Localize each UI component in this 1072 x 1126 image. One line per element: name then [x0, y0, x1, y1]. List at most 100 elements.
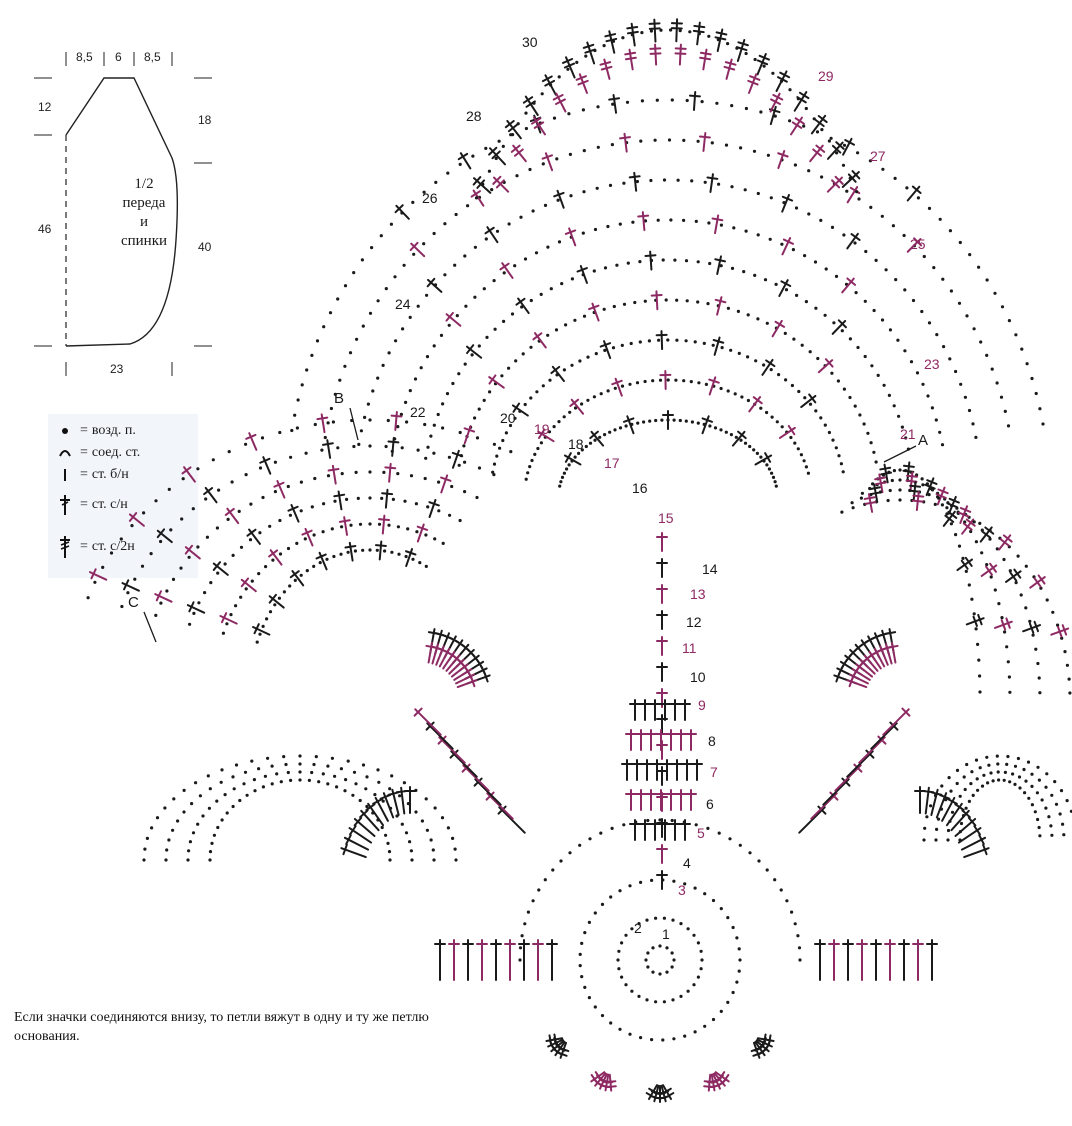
chart-right-chain-arc [851, 488, 1042, 694]
chart-yoke-chain-arc [424, 258, 910, 460]
chart-right-pineapple-stitch [857, 940, 867, 980]
chart-yoke-edge-stitch [604, 30, 619, 54]
chart-yoke-edge-stitch [583, 41, 599, 65]
chart-diagonal-pineapple-stitch [472, 776, 505, 809]
chart-right-stitch [869, 483, 882, 502]
chart-diamond-stitch [670, 820, 680, 840]
chart-sleeve-stitch [448, 449, 463, 469]
chart-sleeve-stitch [328, 465, 341, 484]
chart-diamond-stitch [686, 790, 696, 810]
chart-yoke-edge-stitch [522, 94, 542, 118]
chart-yoke-edge-stitch [552, 91, 570, 113]
chart-yoke-stitch [486, 373, 506, 392]
chart-yoke-chain-arc [357, 178, 977, 446]
chart-yoke-stitch [623, 415, 639, 435]
chart-sleeve-stitch [425, 498, 440, 518]
chart-lower-left-arc [208, 778, 391, 861]
chart-diagonal-pineapple-stitch [412, 706, 445, 739]
chart-sleeve-stitch [120, 579, 141, 596]
row-number-10: 10 [690, 669, 706, 685]
chart-yoke-edge-stitch [471, 174, 494, 196]
chart-yoke-stitch [843, 184, 861, 205]
chart-yoke-stitch [611, 377, 627, 397]
chart-yoke-stitch [843, 231, 862, 251]
row-number-9: 9 [698, 697, 706, 713]
chart-yoke-chain-arc [491, 338, 845, 473]
chart-yoke-edge-stitch [806, 142, 826, 164]
chart-yoke-stitch [576, 264, 592, 284]
chart-yoke-stitch [712, 296, 726, 316]
chart-yoke-edge-stitch [650, 44, 661, 64]
chart-diagonal-pineapple-stitch [796, 804, 829, 837]
chart-sleeve-chain-arc [188, 496, 462, 626]
chart-diamond-stitch [666, 730, 676, 750]
chart-sleeve-stitch [322, 439, 335, 458]
chart-right-stitch [864, 493, 877, 512]
chart-round-3 [579, 878, 742, 1041]
chart-round-2 [616, 917, 703, 1004]
chart-diamond-stitch [680, 700, 690, 720]
row-number-1: 1 [662, 926, 670, 942]
chart-yoke-edge-stitch [627, 23, 640, 46]
chart-center-ring [644, 944, 675, 975]
chart-yoke-stitch [705, 173, 717, 192]
chart-lower-left-arc [164, 762, 435, 861]
chart-sleeve-stitch [211, 560, 231, 579]
chart-right-stitch [1027, 573, 1047, 592]
chart-right-stitch [1021, 620, 1041, 636]
chart-sleeve-stitch [153, 590, 174, 607]
chart-diamond-stitch [636, 730, 646, 750]
chart-yoke-edge-stitch [772, 69, 791, 93]
chart-left-pineapple-stitch [463, 940, 473, 980]
chart-sleeve-stitch [259, 455, 275, 475]
chart-diamond-stitch [646, 790, 656, 810]
chart-center-column-stitch [657, 871, 667, 889]
row-number-16: 16 [632, 480, 648, 496]
chart-sleeve-stitch [245, 527, 264, 547]
chart-diamond-stitch [626, 730, 636, 750]
chart-diagonal-pineapple-stitch [880, 706, 913, 739]
row-number-14: 14 [702, 561, 718, 577]
chart-yoke-stitch [712, 255, 726, 275]
chart-yoke-stitch [798, 392, 818, 411]
chart-diagonal-pineapple-stitch [436, 734, 469, 767]
chart-yoke-edge-stitch [744, 72, 761, 94]
chart-yoke-stitch [698, 133, 710, 152]
chart-yoke-edge-stitch [575, 72, 592, 94]
chart-yoke-stitch [564, 227, 580, 247]
row-number-27: 27 [870, 148, 886, 164]
chart-sleeve-stitch [223, 506, 242, 526]
chart-center-column-stitch [657, 845, 667, 863]
chart-yoke-edge-stitch [824, 139, 846, 162]
chart-diamond-stitch [642, 760, 652, 780]
chart-center-column-stitch [657, 611, 667, 629]
row-number-29: 29 [818, 68, 834, 84]
chart-yoke-stitch [774, 149, 789, 169]
chart-lower-left-arc [186, 770, 413, 861]
chart-yoke-stitch [531, 330, 550, 350]
row-number-11: 11 [682, 640, 697, 656]
marker-c: C [128, 594, 139, 611]
chart-yoke-stitch [609, 94, 621, 113]
chart-sleeve-chain-arc [256, 548, 428, 643]
chart-left-pineapple-stitch [505, 940, 515, 980]
chart-yoke-edge-stitch [824, 174, 845, 195]
chart-sleeve-stitch [437, 474, 452, 494]
marker-a-arrow [884, 446, 916, 462]
chart-diagonal-pineapple-stitch [484, 790, 517, 823]
row-number-30: 30 [522, 34, 538, 50]
chart-yoke-stitch [514, 296, 533, 316]
chart-sleeve-stitch [202, 485, 221, 505]
chart-round-upper [518, 818, 801, 961]
chart-diagonal-pineapple-stitch [808, 790, 841, 823]
chart-yoke-chain-arc [324, 138, 1010, 439]
chart-yoke-stitch [588, 429, 607, 449]
chart-right-stitch [993, 617, 1013, 633]
chart-sleeve-stitch [401, 547, 416, 567]
chart-left-pineapple-stitch [491, 940, 501, 980]
chart-yoke-stitch [553, 189, 569, 209]
chart-yoke-edge-stitch [530, 115, 549, 137]
chart-yoke-stitch [588, 302, 604, 322]
chart-right-pineapple-stitch [899, 940, 909, 980]
chart-right-pineapple-stitch [885, 940, 895, 980]
